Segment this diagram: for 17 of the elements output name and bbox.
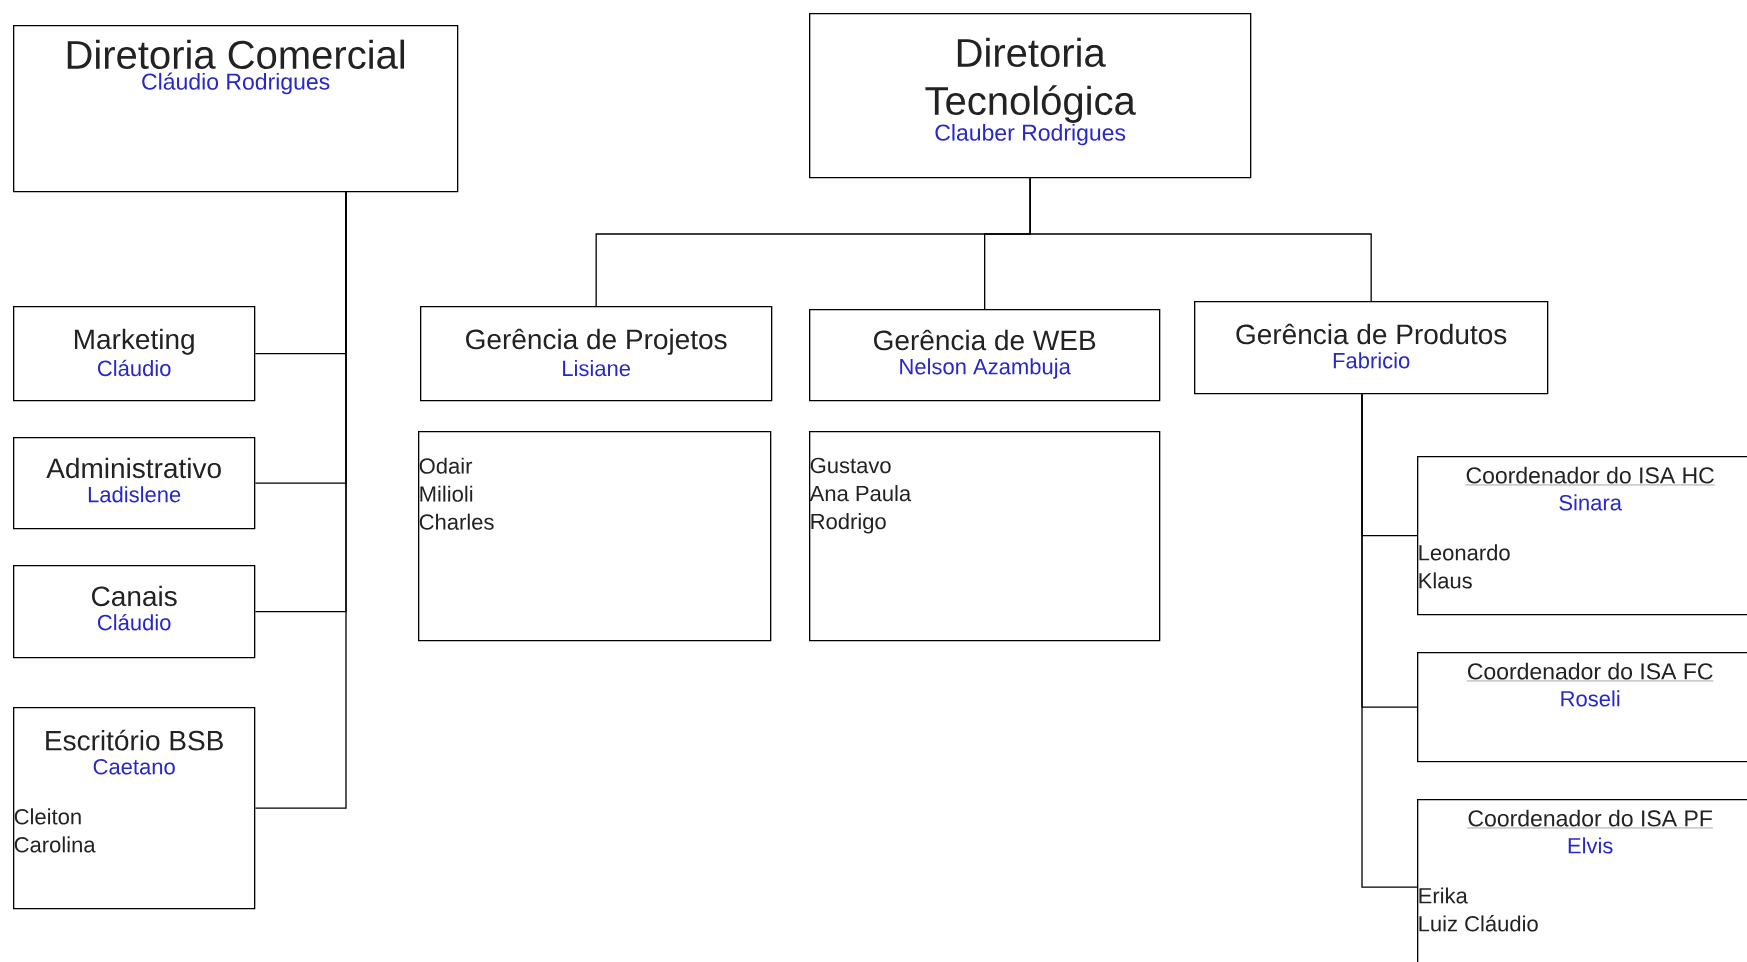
manager-box: Gerência de Produtos Fabricio: [1194, 301, 1549, 395]
department-box: Marketing Cláudio: [13, 306, 256, 402]
director-box: Diretoria Tecnológica Clauber Rodrigues: [809, 13, 1252, 179]
connector-line: [1361, 393, 1418, 888]
connector-line: [1029, 177, 1372, 302]
coordinator-box: Coordenador do ISA FC Roseli: [1417, 652, 1747, 763]
director-box: Diretoria Comercial Cláudio Rodrigues: [13, 25, 459, 193]
team-box: Odair Milioli Charles: [418, 431, 772, 642]
manager-box: Gerência de Projetos Lisiane: [420, 306, 773, 402]
department-box: Canais Cláudio: [13, 565, 256, 659]
coordinator-box: Coordenador do ISA HC Sinara Leonardo Klaus: [1417, 456, 1747, 616]
department-box: Administrativo Ladislene: [13, 437, 256, 530]
department-box: Escritório BSB Caetano Cleiton Carolina: [13, 707, 256, 910]
coordinator-box: Coordenador do ISA PF Elvis Erika Luiz Cláudio: [1417, 799, 1747, 962]
manager-box: Gerência de WEB Nelson Azambuja: [809, 309, 1161, 402]
connector-line: [254, 191, 347, 809]
team-box: Gustavo Ana Paula Rodrigo: [809, 431, 1161, 642]
